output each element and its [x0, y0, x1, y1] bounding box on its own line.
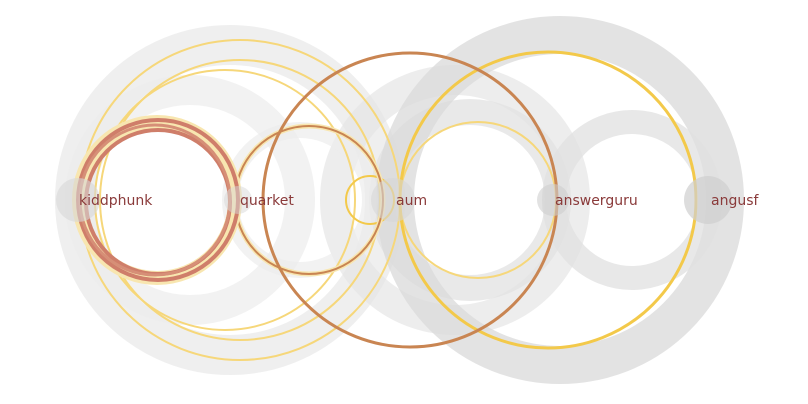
node-marker-aum[interactable]: [371, 178, 415, 222]
label-aum[interactable]: aum: [396, 193, 427, 209]
node-labels: kiddphunk quarket aum answerguru angusf: [79, 193, 760, 209]
label-answerguru[interactable]: answerguru: [555, 193, 638, 209]
node-markers: [56, 176, 732, 224]
label-angusf[interactable]: angusf: [711, 193, 760, 209]
node-marker-answerguru[interactable]: [537, 184, 569, 216]
label-quarket[interactable]: quarket: [240, 193, 294, 209]
node-marker-kiddphunk[interactable]: [56, 178, 100, 222]
label-kiddphunk[interactable]: kiddphunk: [79, 193, 153, 209]
node-marker-angusf[interactable]: [684, 176, 732, 224]
node-marker-quarket[interactable]: [224, 186, 252, 214]
